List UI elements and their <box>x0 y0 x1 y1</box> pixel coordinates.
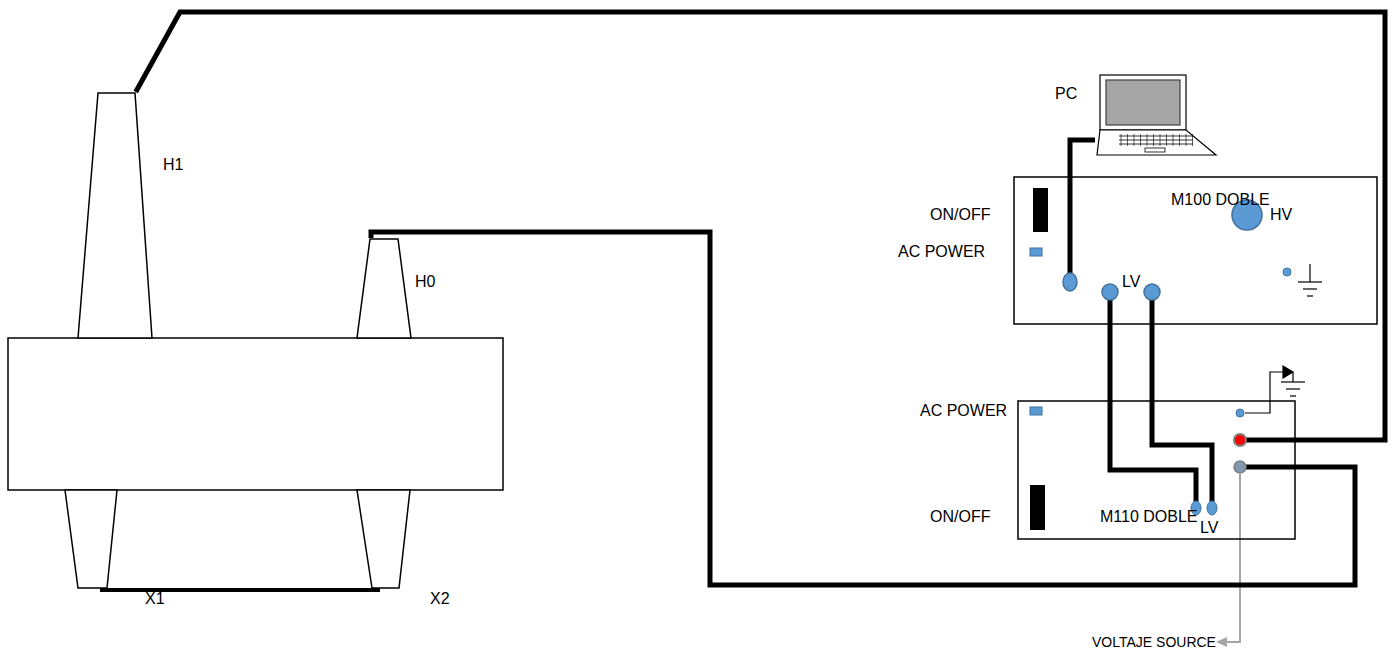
wire <box>136 12 1385 440</box>
pc-port <box>1063 273 1077 291</box>
lv-terminal <box>1144 284 1160 300</box>
lv-terminal <box>1102 284 1118 300</box>
switch-label: ON/OFF <box>930 206 990 224</box>
wire <box>1110 325 1111 400</box>
node-outline <box>78 92 152 338</box>
leader-line <box>1226 474 1240 642</box>
switch-label: ON/OFF <box>930 508 990 526</box>
wire <box>1152 325 1153 400</box>
x2-bushing <box>357 490 410 588</box>
node-label: M110 DOBLE <box>1100 508 1198 526</box>
source-label: VOLTAJE SOURCE <box>1092 634 1216 650</box>
power-switch <box>1033 188 1048 232</box>
power-label: AC POWER <box>920 402 1007 420</box>
laptop-icon: PC <box>1095 73 1219 157</box>
lv-wire <box>1150 300 1155 325</box>
wire <box>1070 140 1095 176</box>
node-outline <box>357 238 411 338</box>
bushing-label: X1 <box>145 590 165 608</box>
ground-symbol <box>1245 366 1305 413</box>
lv-wire <box>1108 300 1113 325</box>
node-label: PC <box>1055 85 1077 103</box>
ground-terminal <box>1283 268 1291 276</box>
ground-terminal <box>1236 409 1244 417</box>
hv-wire <box>1246 438 1296 443</box>
node-label: H1 <box>163 156 183 174</box>
terminal-label: HV <box>1270 206 1292 224</box>
bushing: H0 <box>357 238 411 338</box>
pc-wire <box>1068 176 1073 273</box>
ac-inlet <box>1030 248 1042 256</box>
return-wire <box>1246 465 1296 470</box>
x1-bushing <box>65 490 117 588</box>
node-label: H0 <box>415 273 435 291</box>
node-label: M100 DOBLE <box>1171 191 1270 209</box>
leader-arrow <box>1216 637 1227 647</box>
return-terminal <box>1234 461 1246 473</box>
transformer-tank <box>8 338 503 490</box>
lv-terminal <box>1207 501 1217 515</box>
hv-output-terminal <box>1234 434 1246 446</box>
ac-inlet <box>1030 407 1042 415</box>
lv-wire <box>1152 400 1212 502</box>
bushing-label: X2 <box>430 590 450 608</box>
wire <box>371 232 1355 585</box>
instrument-box: M110 DOBLE <box>1017 400 1296 540</box>
instrument-box: M100 DOBLE <box>1013 176 1378 325</box>
node-outline <box>1095 73 1219 157</box>
power-switch <box>1030 485 1045 530</box>
bushing: H1 <box>78 92 152 338</box>
short-wire <box>100 588 380 592</box>
ground-symbol <box>1298 264 1322 296</box>
power-label: AC POWER <box>898 243 985 261</box>
terminal-label: LV <box>1200 519 1218 537</box>
terminal-label: LV <box>1122 273 1140 291</box>
